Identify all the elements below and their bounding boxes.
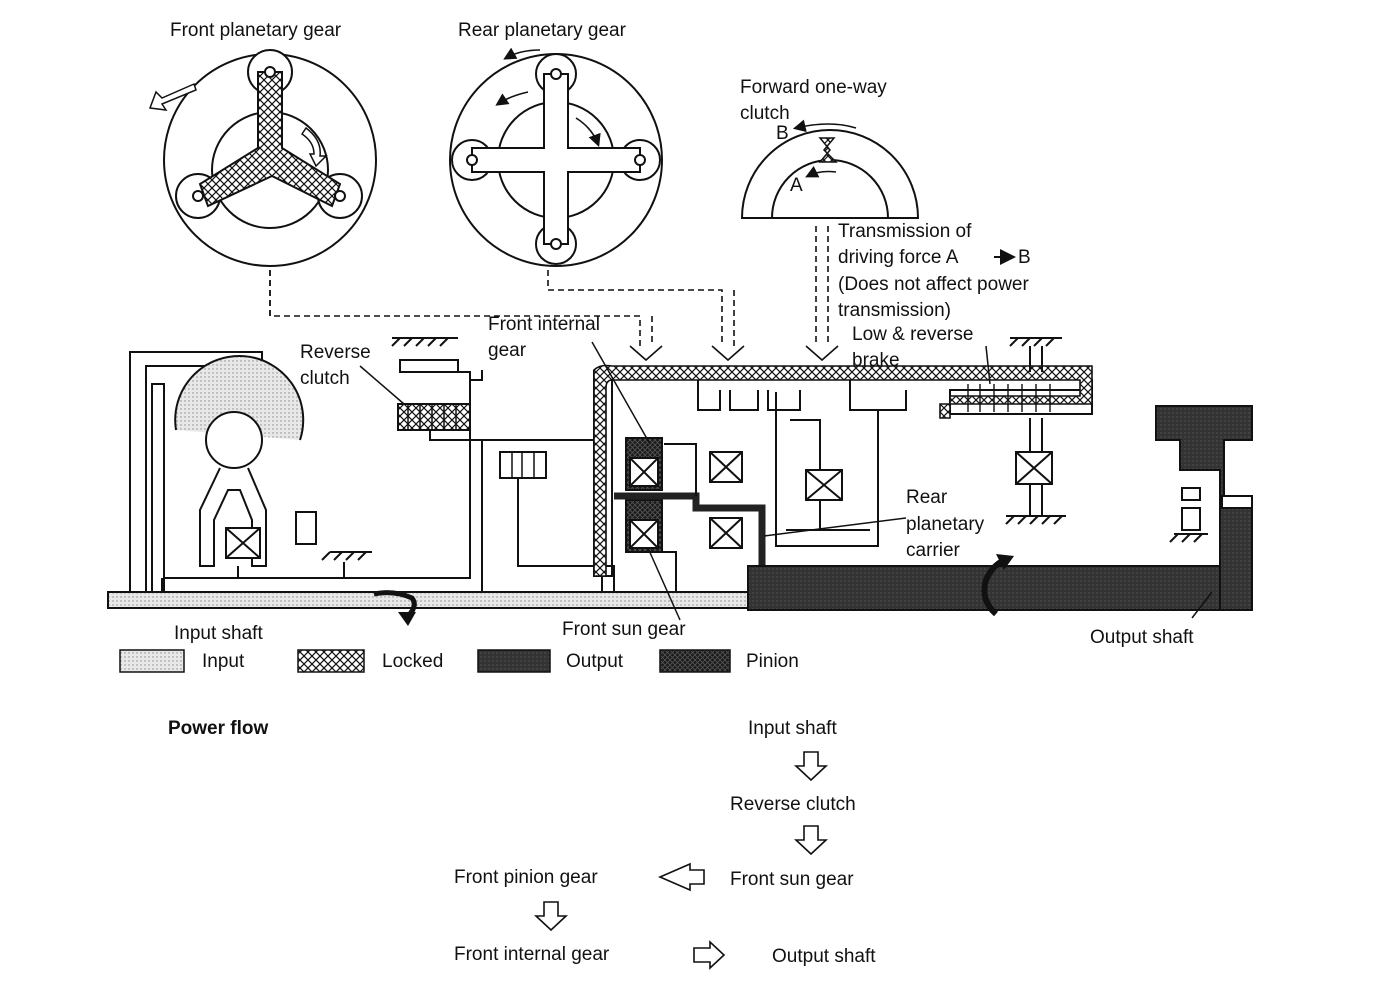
front-sun-gear-label: Front sun gear — [562, 619, 686, 640]
transmission-label-2: driving force A — [838, 247, 959, 268]
right-arrow-icon — [693, 940, 726, 970]
forward-clutch-label-1: Forward one-way — [740, 77, 887, 98]
legend-swatch-locked — [297, 649, 365, 673]
rear-planetary-gear-figure — [449, 47, 663, 267]
legend-label-input: Input — [202, 651, 245, 672]
output-shaft-label: Output shaft — [1090, 627, 1194, 648]
front-planetary-gear-figure — [148, 49, 377, 267]
dashed-connectors — [269, 226, 839, 362]
transmission-label-1: Transmission of — [838, 221, 972, 242]
transmission-label-4: transmission) — [838, 300, 951, 321]
low-reverse-label-1: Low & reverse — [852, 324, 973, 345]
flow-step-reverse-clutch: Reverse clutch — [730, 794, 856, 815]
input-shaft-label: Input shaft — [174, 623, 263, 644]
flow-step-front-pinion-gear: Front pinion gear — [454, 867, 598, 888]
point-a-label: A — [790, 175, 803, 196]
transmission-mechanism — [107, 337, 1253, 611]
legend-swatch-output — [477, 649, 551, 673]
legend-label-output: Output — [566, 651, 624, 672]
legend-swatch-pinion — [659, 649, 731, 673]
rear-carrier-label-1: Rear — [906, 487, 948, 508]
flow-step-front-internal-gear: Front internal gear — [454, 944, 610, 965]
transmission-label-3: (Does not affect power — [838, 274, 1029, 295]
legend-label-pinion: Pinion — [746, 651, 799, 672]
down-arrow-icon — [793, 825, 829, 856]
rotation-arrows — [373, 554, 1014, 626]
down-arrow-icon — [793, 751, 829, 782]
front-internal-label-1: Front internal — [488, 314, 600, 335]
power-flow-title: Power flow — [168, 718, 269, 739]
flow-step-front-sun-gear: Front sun gear — [730, 869, 854, 890]
rear-carrier-label-2: planetary — [906, 514, 985, 535]
down-arrow-icon — [533, 901, 569, 932]
leader-lines — [359, 341, 1213, 621]
low-reverse-label-2: brake — [852, 350, 900, 371]
transmission-label-2b: B — [1018, 247, 1031, 268]
legend-swatch-input — [119, 649, 185, 673]
left-arrow-icon — [657, 862, 705, 892]
reverse-clutch-label-2: clutch — [300, 368, 350, 389]
front-planetary-gear-label: Front planetary gear — [170, 20, 342, 41]
flow-step-output-shaft: Output shaft — [772, 946, 876, 967]
reverse-clutch-label-1: Reverse — [300, 342, 371, 363]
rear-carrier-label-3: carrier — [906, 540, 961, 561]
legend: Input Locked Output Pinion — [119, 649, 799, 673]
rear-planetary-gear-label: Rear planetary gear — [458, 20, 627, 41]
forward-clutch-label-2: clutch — [740, 103, 790, 124]
legend-label-locked: Locked — [382, 651, 443, 672]
front-internal-label-2: gear — [488, 340, 527, 361]
point-b-label: B — [776, 123, 789, 144]
power-flow-chart: Power flow Input shaft Reverse clutch Fr… — [168, 718, 876, 970]
forward-one-way-clutch-figure — [740, 119, 920, 219]
flow-step-input-shaft: Input shaft — [748, 718, 837, 739]
